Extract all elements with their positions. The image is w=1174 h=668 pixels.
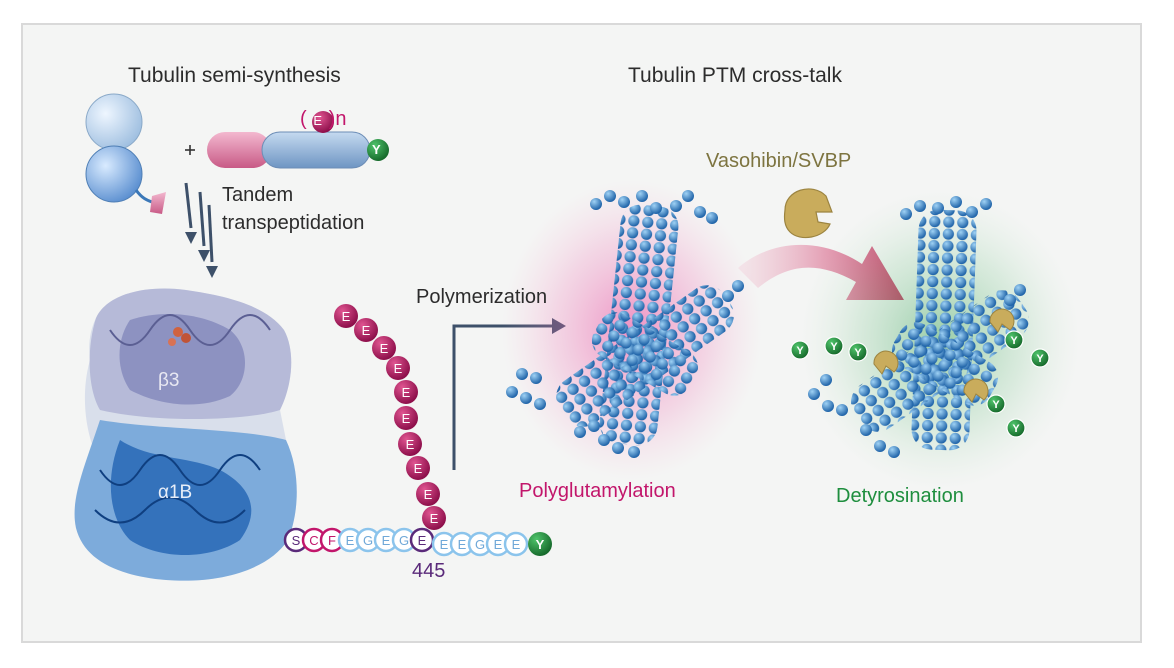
tail-residue-letter: C xyxy=(309,533,318,548)
glutamate-repeat-icon xyxy=(312,111,334,133)
tail-residue-letter: G xyxy=(475,537,485,552)
tail-residue: E xyxy=(409,527,435,553)
branch-glutamate-letter: E xyxy=(342,309,351,324)
free-tyrosine: Y xyxy=(824,336,844,356)
tail-residue-letter: Y xyxy=(536,537,545,552)
detyrosination-label: Detyrosination xyxy=(836,485,964,507)
branch-glutamate: E xyxy=(406,456,430,480)
polyglutamylation-label: Polyglutamylation xyxy=(519,480,676,502)
tail-residue-letter: E xyxy=(494,537,503,552)
tail-residue-letter: S xyxy=(292,533,301,548)
branch-glutamate-letter: E xyxy=(402,385,411,400)
free-tyrosine-letter: Y xyxy=(830,341,838,353)
beta-subunit-label: β3 xyxy=(158,370,180,391)
free-tyrosine-letter: Y xyxy=(992,399,1000,411)
free-tyrosine: Y xyxy=(986,394,1006,414)
vasohibin-enzyme-icon xyxy=(783,188,833,239)
step-transpeptidation: transpeptidation xyxy=(222,212,365,234)
down-arrows-icon xyxy=(184,182,218,278)
tubulin-dimer-icon xyxy=(85,93,166,214)
enzyme-label: Vasohibin/SVBP xyxy=(706,150,852,172)
tail-residue-letter: E xyxy=(418,533,427,548)
tail-residue-letter: E xyxy=(440,537,449,552)
tyrosine-end-icon xyxy=(367,139,389,161)
free-tyrosine-letter: Y xyxy=(854,347,862,359)
free-tyrosine: Y xyxy=(1030,348,1050,368)
branch-glutamate-letter: E xyxy=(430,511,439,526)
tail-residue: G xyxy=(391,527,417,553)
branch-glutamate-letter: E xyxy=(394,361,403,376)
tail-residue: E xyxy=(503,531,529,557)
branch-glutamate-letter: E xyxy=(406,437,415,452)
branch-glutamate: E xyxy=(354,318,378,342)
free-tyrosine-letter: Y xyxy=(1012,423,1020,435)
repeat-count: n xyxy=(335,108,347,130)
branch-glutamate-letter: E xyxy=(402,411,411,426)
tail-residue-letter: F xyxy=(328,533,336,548)
branch-glutamate: E xyxy=(386,356,410,380)
right-panel-heading: Tubulin PTM cross-talk xyxy=(628,64,842,87)
tail-residue: E xyxy=(449,531,475,557)
tail-residue-letter: G xyxy=(363,533,373,548)
free-tyrosine-letter: Y xyxy=(1036,353,1044,365)
branch-glutamate-letter: E xyxy=(362,323,371,338)
branch-glutamate-letter: E xyxy=(424,487,433,502)
free-tyrosine: Y xyxy=(848,342,868,362)
detyrosinated-microtubules-icon xyxy=(800,190,1080,490)
plus-icon xyxy=(185,145,195,155)
branch-glutamate: E xyxy=(394,406,418,430)
free-tyrosine: Y xyxy=(1006,418,1026,438)
free-tyrosine: Y xyxy=(790,340,810,360)
peptide-repeat-label: (E)n xyxy=(300,108,347,130)
free-tyrosine-letter: Y xyxy=(796,345,804,357)
free-tyrosine: Y xyxy=(1004,330,1024,350)
peptide-construct-icon xyxy=(207,131,371,169)
tail-residue: C xyxy=(301,527,327,553)
tail-residue-letter: E xyxy=(382,533,391,548)
repeat-glutamate-letter: E xyxy=(313,113,322,128)
free-tyrosine-letter: Y xyxy=(1010,335,1018,347)
protein-structure-icon xyxy=(74,288,297,581)
tail-residue: Y xyxy=(528,532,552,556)
tail-residue-letter: E xyxy=(512,537,521,552)
tail-residue: F xyxy=(319,527,345,553)
alpha-subunit-label: α1B xyxy=(158,482,193,503)
tail-residue-letter: G xyxy=(399,533,409,548)
branch-glutamate-letter: E xyxy=(414,461,423,476)
branch-glutamate: E xyxy=(416,482,440,506)
branch-glutamate: E xyxy=(398,432,422,456)
polyglutamylated-microtubules-icon xyxy=(502,180,762,480)
branch-glutamate: E xyxy=(422,506,446,530)
branch-glutamate-letter: E xyxy=(380,341,389,356)
polymerization-label: Polymerization xyxy=(416,286,548,308)
step-tandem: Tandem xyxy=(222,184,294,206)
branch-glutamate: E xyxy=(334,304,358,328)
residue-number: 445 xyxy=(412,560,446,582)
branch-glutamate: E xyxy=(372,336,396,360)
tyrosine-letter: Y xyxy=(372,142,381,157)
left-panel-heading: Tubulin semi-synthesis xyxy=(128,64,341,87)
tail-residue-letter: E xyxy=(346,533,355,548)
tail-residue-letter: E xyxy=(458,537,467,552)
branch-glutamate: E xyxy=(394,380,418,404)
